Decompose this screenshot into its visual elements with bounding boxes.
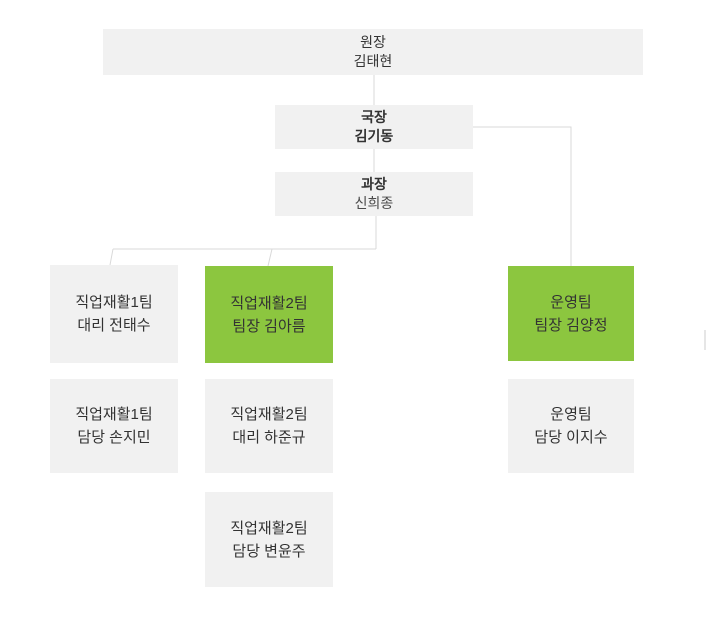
node-rehab-team2-deputy: 직업재활2팀 대리 하준규: [205, 379, 333, 473]
node-rehab-team2-leader: 직업재활2팀 팀장 김아름: [205, 266, 333, 363]
node-rehab-team1-deputy-team: 직업재활1팀: [75, 294, 153, 311]
node-director: 원장 김태현: [103, 29, 643, 75]
node-rehab-team1-staff-team: 직업재활1팀: [75, 406, 153, 423]
node-director-title: 원장: [360, 34, 386, 50]
node-rehab-team2-deputy-person: 대리 하준규: [232, 429, 306, 446]
node-director-person: 김태현: [353, 53, 393, 69]
node-rehab-team2-staff-person: 담당 변윤주: [232, 542, 306, 560]
node-general-manager-person: 김기동: [354, 128, 394, 144]
connector-general-manager-to-operations-team: [473, 126, 572, 266]
node-operations-team-staff-team: 운영팀: [550, 406, 592, 423]
node-operations-team-staff-person: 담당 이지수: [534, 429, 608, 446]
node-operations-team-staff: 운영팀 담당 이지수: [508, 379, 634, 473]
node-operations-team-leader-team: 운영팀: [550, 293, 592, 311]
node-rehab-team2-leader-team: 직업재활2팀: [230, 294, 308, 312]
node-general-manager: 국장 김기동: [275, 105, 473, 149]
node-general-manager-title: 국장: [361, 109, 387, 125]
connector-stub-rehab-team2: [267, 248, 273, 267]
node-rehab-team2-leader-person: 팀장 김아름: [232, 317, 306, 335]
node-operations-team-leader-person: 팀장 김양정: [534, 316, 608, 334]
node-rehab-team1-staff-person: 담당 손지민: [77, 429, 151, 446]
node-rehab-team1-deputy: 직업재활1팀 대리 전태수: [50, 265, 178, 363]
node-rehab-team1-staff: 직업재활1팀 담당 손지민: [50, 379, 178, 473]
node-rehab-team2-staff: 직업재활2팀 담당 변윤주: [205, 492, 333, 587]
node-rehab-team1-deputy-person: 대리 전태수: [77, 317, 151, 334]
node-section-chief: 과장 신희종: [275, 172, 473, 216]
connector-stub-rehab-team1: [109, 248, 114, 266]
node-rehab-team2-staff-team: 직업재활2팀: [230, 519, 308, 537]
node-rehab-team2-deputy-team: 직업재활2팀: [230, 406, 308, 423]
node-operations-team-leader: 운영팀 팀장 김양정: [508, 266, 634, 361]
node-section-chief-title: 과장: [361, 176, 387, 192]
node-section-chief-person: 신희종: [354, 195, 394, 211]
